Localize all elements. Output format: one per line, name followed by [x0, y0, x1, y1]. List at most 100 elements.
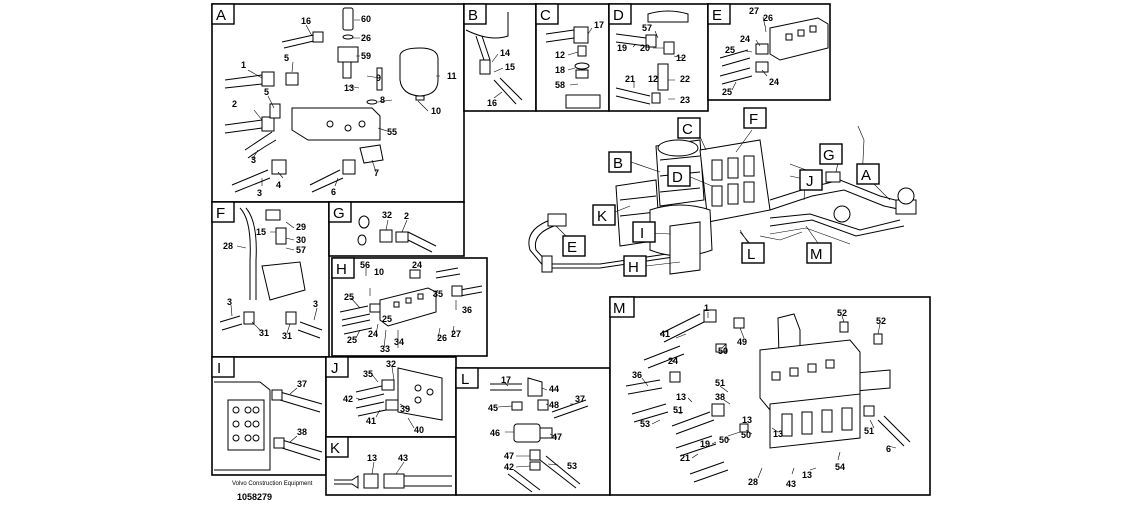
callout: 13 [802, 470, 812, 480]
callout: 7 [374, 168, 379, 178]
callout: 43 [398, 453, 408, 463]
callout: 28 [223, 241, 233, 251]
callout: 3 [257, 188, 262, 198]
callout: 57 [642, 23, 652, 33]
panel-c: C 17 12 18 58 [535, 3, 610, 112]
callout: 38 [715, 392, 725, 402]
callout: 4 [276, 180, 281, 190]
panel-b: B 14 15 16 [463, 3, 537, 112]
callout: 51 [864, 426, 874, 436]
panel-m: M 1 52 52 41 49 50 24 36 51 13 [609, 296, 931, 496]
overview-callouts: C F B G D J A K I E L M H [562, 107, 880, 277]
callout: 56 [360, 260, 370, 270]
callout: 24 [668, 356, 678, 366]
callout: 55 [387, 127, 397, 137]
callout: 44 [549, 384, 559, 394]
callout: 19 [617, 43, 627, 53]
callout: 3 [251, 155, 256, 165]
callout: 5 [284, 53, 289, 63]
callout: 41 [660, 329, 670, 339]
callout: 9 [376, 73, 381, 83]
overview-callout-a: A [861, 167, 871, 184]
callout: 2 [232, 99, 237, 109]
callout: 18 [555, 65, 565, 75]
callout: 15 [256, 227, 266, 237]
overview-callout-g: G [823, 147, 835, 164]
callout: 13 [742, 415, 752, 425]
callout: 20 [640, 43, 650, 53]
callout: 2 [404, 211, 409, 221]
panel-a: A 16 60 26 59 1 5 9 11 13 [211, 3, 465, 203]
callout: 17 [501, 375, 511, 385]
callout: 8 [380, 95, 385, 105]
callout: 13 [344, 83, 354, 93]
panel-l: L 17 44 45 48 37 46 47 47 42 53 [455, 367, 611, 496]
callout: 11 [447, 71, 457, 81]
callout: 60 [361, 14, 371, 24]
callout: 28 [748, 477, 758, 487]
panel-k-tag: K [330, 440, 340, 457]
callout: 5 [264, 87, 269, 97]
callout: 13 [773, 429, 783, 439]
callout: 24 [740, 34, 750, 44]
callout: 34 [394, 337, 404, 347]
overview-callout-b: B [613, 155, 623, 172]
panel-d: D 57 19 20 12 21 12 22 23 [608, 3, 709, 112]
company-name: Volvo Construction Equipment [232, 481, 313, 487]
overview-callout-m: M [810, 246, 823, 263]
callout: 46 [490, 428, 500, 438]
callout: 42 [504, 462, 514, 472]
callout: 36 [632, 370, 642, 380]
callout: 12 [648, 74, 658, 84]
callout: 53 [567, 461, 577, 471]
callout: 12 [555, 50, 565, 60]
overview-callout-e: E [567, 239, 577, 256]
callout: 10 [431, 106, 441, 116]
callout: 17 [594, 20, 604, 30]
callout: 29 [296, 222, 306, 232]
callout: 24 [769, 77, 779, 87]
callout: 10 [374, 267, 384, 277]
callout: 42 [343, 394, 353, 404]
callout: 13 [367, 453, 377, 463]
callout: 41 [366, 416, 376, 426]
panel-l-tag: L [461, 371, 469, 388]
callout: 25 [382, 314, 392, 324]
drawing-number: 1058279 [237, 492, 272, 502]
callout: 52 [876, 316, 886, 326]
callout: 37 [297, 379, 307, 389]
callout: 40 [414, 425, 424, 435]
callout: 22 [680, 74, 690, 84]
callout: 26 [437, 333, 447, 343]
callout: 31 [259, 328, 269, 338]
panel-g-tag: G [333, 205, 345, 222]
callout: 1 [704, 303, 709, 313]
callout: 21 [625, 74, 635, 84]
callout: 3 [227, 297, 232, 307]
overview-callout-k: K [597, 208, 607, 225]
callout: 59 [361, 51, 371, 61]
panel-k: K 13 43 [325, 436, 457, 496]
callout: 47 [552, 432, 562, 442]
callout: 26 [763, 13, 773, 23]
callout: 16 [487, 98, 497, 108]
panel-b-tag: B [468, 7, 478, 24]
callout: 1 [241, 60, 246, 70]
callout: 12 [676, 53, 686, 63]
panel-f: F 29 15 30 57 28 3 31 3 31 [211, 201, 330, 358]
panel-j-tag: J [331, 360, 339, 377]
callout: 6 [886, 444, 891, 454]
panel-f-tag: F [216, 205, 225, 222]
callout: 47 [504, 451, 514, 461]
callout: 25 [344, 292, 354, 302]
callout: 23 [680, 95, 690, 105]
callout: 52 [837, 308, 847, 318]
callout: 3 [313, 299, 318, 309]
callout: 48 [549, 400, 559, 410]
callout: 35 [363, 369, 373, 379]
callout: 27 [451, 329, 461, 339]
panel-i: I 37 38 [211, 356, 327, 476]
callout: 25 [722, 87, 732, 97]
callout: 49 [737, 337, 747, 347]
overview-assembly [528, 125, 917, 275]
